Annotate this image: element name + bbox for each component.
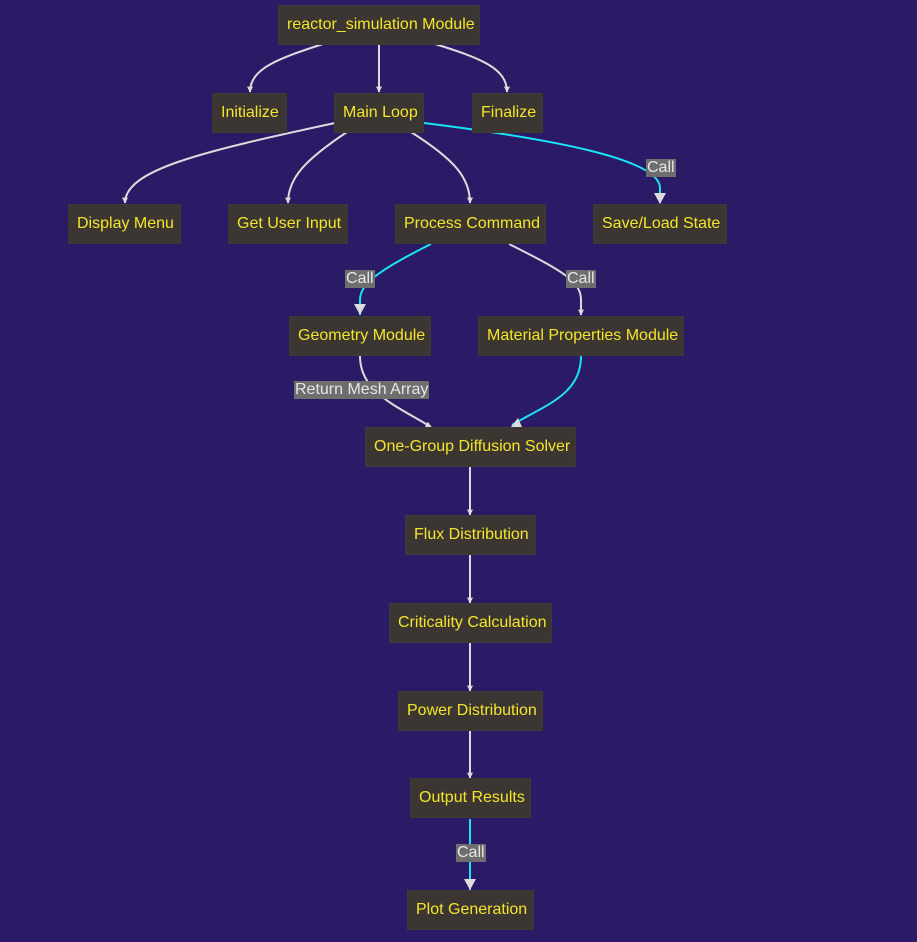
node-get-user-input: Get User Input [228,204,348,244]
edge-material-to-solver [511,355,582,426]
node-one-group-diffusion-solver: One-Group Diffusion Solver [365,427,576,467]
arrowhead-solver [510,418,522,428]
arrowhead-geometry [354,304,366,315]
arrowhead-plot [464,879,476,890]
node-reactor-simulation-module: reactor_simulation Module [278,5,480,45]
node-flux-distribution: Flux Distribution [405,515,536,555]
node-initialize: Initialize [212,93,287,133]
edge-label-geometry-to-solver: Return Mesh Array [294,381,430,399]
edge-label-process-to-material: Call [566,270,596,288]
node-output-results: Output Results [410,778,531,818]
edge-main-to-display-menu [122,122,336,204]
node-criticality-calculation: Criticality Calculation [389,603,552,643]
edge-main-to-save-load [423,122,661,203]
edge-label-output-to-plot: Call [456,844,486,862]
node-plot-generation: Plot Generation [407,890,534,930]
node-material-properties-module: Material Properties Module [478,316,684,356]
edge-module-to-initialize [247,43,324,93]
node-power-distribution: Power Distribution [398,691,543,731]
node-finalize: Finalize [472,93,543,133]
node-save-load-state: Save/Load State [593,204,727,244]
edge-label-process-to-geometry: Call [345,270,375,288]
node-geometry-module: Geometry Module [289,316,431,356]
edge-module-to-finalize [434,43,510,93]
edge-main-to-get-user-input [285,131,348,204]
node-process-command: Process Command [395,204,546,244]
node-display-menu: Display Menu [68,204,181,244]
edge-label-main-to-save: Call [646,159,676,177]
edge-main-to-process-command [410,131,473,204]
arrowhead-save-load [654,193,666,204]
node-main-loop: Main Loop [334,93,424,133]
